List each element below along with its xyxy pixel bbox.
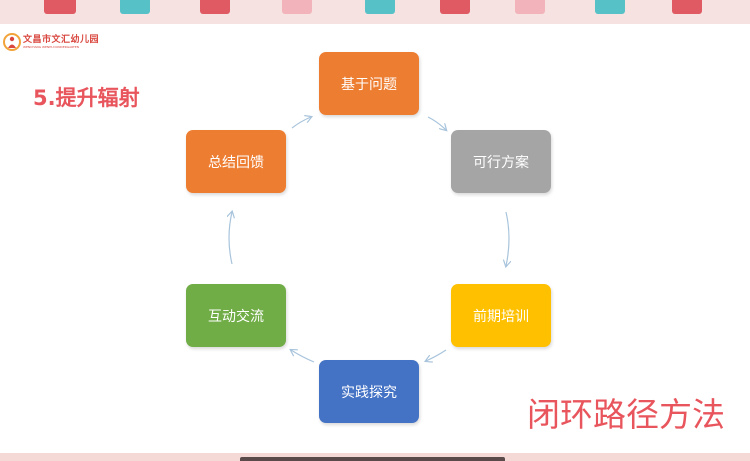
- bottom-tab: [240, 457, 505, 461]
- banner-tab: [672, 0, 702, 14]
- cycle-step-label: 互动交流: [208, 308, 264, 325]
- arrow-step2-to-step3: [506, 211, 509, 266]
- logo-subtext: WENCHANG WENHUI KINDERGARTEN: [23, 44, 80, 49]
- cycle-step-summary-feedback: 总结回馈: [186, 130, 286, 193]
- top-decorative-banner: [0, 0, 750, 24]
- kindergarten-logo-icon: [3, 33, 21, 51]
- cycle-step-feasible-plan: 可行方案: [451, 130, 551, 193]
- arrow-step4-to-step5: [291, 350, 315, 363]
- cycle-step-interactive-exchange: 互动交流: [186, 284, 286, 347]
- cycle-step-practice-exploration: 实践探究: [319, 360, 419, 423]
- cycle-step-based-on-problem: 基于问题: [319, 52, 419, 115]
- banner-tab: [282, 0, 312, 14]
- cycle-step-label: 实践探究: [341, 384, 397, 401]
- banner-tab: [120, 0, 150, 14]
- arrow-step5-to-step6: [229, 212, 232, 265]
- method-title: 闭环路径方法: [527, 395, 725, 434]
- banner-tab: [595, 0, 625, 14]
- banner-tab: [440, 0, 470, 14]
- arrow-step1-to-step2: [427, 116, 446, 130]
- bottom-decorative-banner: [0, 453, 750, 461]
- school-logo: 文昌市文汇幼儿园 WENCHANG WENHUI KINDERGARTEN: [3, 32, 99, 52]
- cycle-step-label: 可行方案: [473, 154, 529, 171]
- cycle-step-label: 总结回馈: [208, 154, 264, 171]
- banner-tab: [365, 0, 395, 14]
- cycle-step-label: 基于问题: [341, 76, 397, 93]
- banner-tab: [515, 0, 545, 14]
- cycle-step-label: 前期培训: [473, 308, 529, 325]
- banner-tab: [44, 0, 76, 14]
- logo-text: 文昌市文汇幼儿园: [23, 34, 100, 45]
- arrow-step6-to-step1: [291, 117, 311, 129]
- arrow-step3-to-step4: [426, 349, 447, 361]
- banner-tab: [200, 0, 230, 14]
- slide-heading: 5.提升辐射: [33, 86, 140, 110]
- cycle-step-early-training: 前期培训: [451, 284, 551, 347]
